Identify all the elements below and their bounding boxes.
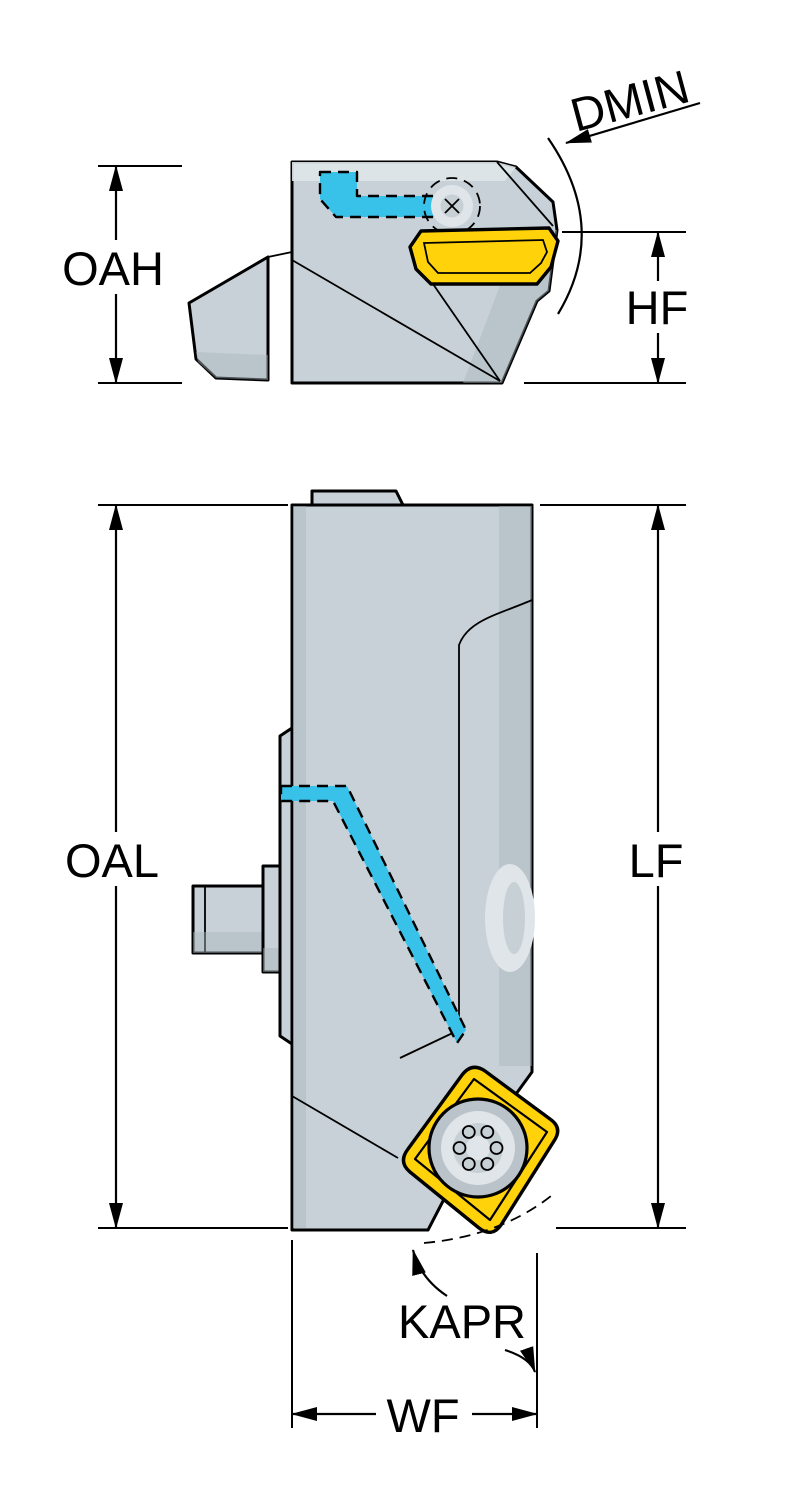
screw-boss-front — [485, 864, 535, 972]
insert-screw — [427, 1097, 529, 1199]
left-ledge — [278, 726, 294, 1046]
top-tab — [310, 489, 405, 507]
label-lf: LF — [629, 834, 684, 887]
torx-socket — [452, 1125, 504, 1171]
dimension-kapr: KAPR — [398, 1249, 537, 1373]
label-kapr: KAPR — [398, 1295, 526, 1348]
label-oal: OAL — [65, 834, 159, 887]
insert-side — [408, 226, 560, 286]
dimension-oal: OAL — [50, 504, 288, 1229]
dimension-lf: LF — [540, 504, 694, 1229]
clamp-screw-top — [431, 185, 473, 227]
dimension-dmin: DMIN — [547, 59, 701, 315]
top-view — [187, 160, 560, 385]
front-view — [191, 489, 560, 1244]
label-wf: WF — [386, 1389, 459, 1442]
front-detail-lines — [291, 599, 533, 1159]
label-dmin: DMIN — [565, 59, 695, 141]
dimension-hf: HF — [524, 231, 694, 384]
dimension-oah: OAH — [52, 165, 182, 384]
head-body-detail-lines — [267, 161, 554, 382]
coolant-channel-side — [318, 170, 446, 219]
label-hf: HF — [626, 281, 689, 334]
insert-side-inner-edge — [422, 239, 548, 274]
shank-side — [187, 255, 270, 382]
label-oah: OAH — [62, 242, 164, 295]
dimension-wf: WF — [291, 1240, 538, 1442]
coolant-channel-front — [279, 784, 468, 1045]
